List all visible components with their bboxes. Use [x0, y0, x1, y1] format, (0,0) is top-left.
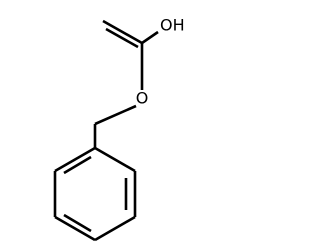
carbon-hydroxyl-bond — [141, 30, 159, 45]
ring-bond-bottom-left — [54, 215, 96, 242]
molecule-structure-diagram: O OH — [53, 16, 185, 242]
ring-inner-double-bond-top-left — [63, 155, 92, 175]
ring-bond-top-right — [94, 146, 136, 173]
vinyl-double-bond-outer — [102, 19, 143, 45]
ether-oxygen-methylene-bond — [94, 104, 137, 126]
ether-oxygen-label: O — [136, 89, 149, 108]
vinyl-double-bond-inner — [105, 27, 139, 49]
ring-inner-double-bond-bottom-left — [63, 213, 92, 233]
ring-bond-top-left — [54, 146, 96, 173]
hydroxyl-label: OH — [160, 16, 185, 35]
ring-bond-bottom-right — [94, 215, 136, 242]
